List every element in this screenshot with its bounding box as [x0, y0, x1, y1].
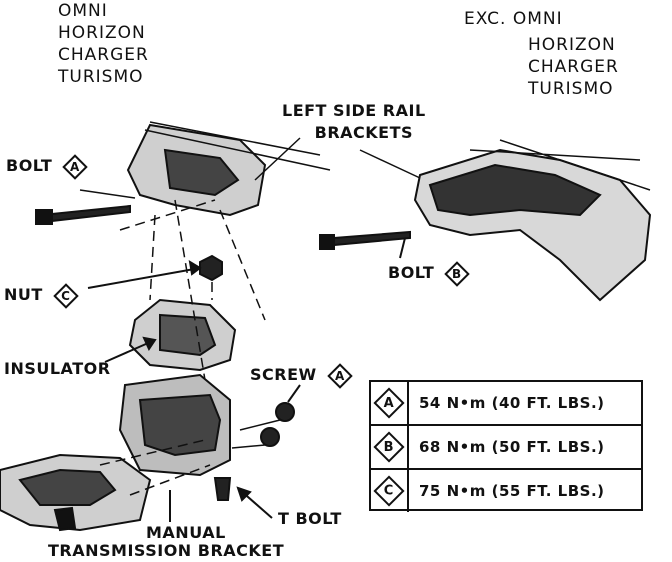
applies-item: HORIZON: [58, 23, 146, 43]
nut-fastener: [199, 254, 223, 282]
bolt-b-key-diamond: B: [444, 260, 471, 287]
except-item: CHARGER: [528, 57, 619, 77]
transmission-bracket-part: [118, 373, 231, 477]
insulator-label: INSULATOR: [4, 359, 111, 378]
nut-label: NUT C: [4, 282, 79, 309]
applies-item: TURISMO: [58, 67, 144, 87]
torque-spec-row: B 68 N•m (50 FT. LBS.): [371, 426, 641, 470]
screw-label: SCREW A: [250, 362, 353, 389]
bolt-b-label: BOLT B: [388, 260, 471, 287]
bolt-a-key-diamond: A: [62, 153, 89, 180]
except-item: TURISMO: [528, 79, 614, 99]
bracket-label-line2: TRANSMISSION BRACKET: [48, 541, 285, 560]
applies-item: CHARGER: [58, 45, 149, 65]
bolt-a-text: BOLT: [6, 156, 53, 175]
spec-key-diamond: C: [373, 475, 405, 507]
bolt-b-fastener: [319, 230, 411, 250]
t-bolt-label: T BOLT: [278, 509, 342, 528]
insulator-part: [128, 298, 237, 372]
applies-item: OMNI: [58, 1, 108, 21]
rail-brackets-line1: LEFT SIDE RAIL: [282, 101, 426, 120]
torque-spec-value: 54 N•m (40 FT. LBS.): [419, 394, 605, 412]
torque-spec-row: A 54 N•m (40 FT. LBS.): [371, 382, 641, 426]
screw-fasteners: [231, 402, 295, 449]
except-vehicle-list: HORIZON CHARGER TURISMO: [528, 34, 619, 100]
torque-spec-value: 68 N•m (50 FT. LBS.): [419, 438, 605, 456]
rail-brackets-label: LEFT SIDE RAIL BRACKETS: [282, 100, 426, 144]
screw-text: SCREW: [250, 365, 317, 384]
except-item: HORIZON: [528, 35, 616, 55]
torque-spec-table: A 54 N•m (40 FT. LBS.) B 68 N•m (50 FT. …: [369, 380, 643, 512]
nut-text: NUT: [4, 285, 43, 304]
spec-key-diamond: A: [373, 387, 405, 419]
rail-brackets-line2: BRACKETS: [314, 123, 414, 142]
except-item: EXC. OMNI: [464, 9, 563, 29]
torque-spec-row: C 75 N•m (55 FT. LBS.): [371, 470, 641, 512]
screw-key-diamond: A: [327, 362, 353, 389]
torque-spec-value: 75 N•m (55 FT. LBS.): [419, 482, 605, 500]
bolt-a-label: BOLT A: [6, 153, 89, 180]
applies-vehicle-list: OMNI HORIZON CHARGER TURISMO: [58, 0, 149, 88]
bolt-b-text: BOLT: [388, 263, 435, 282]
bracket-label-line1: MANUAL: [146, 523, 226, 542]
bolt-a-fastener: [35, 204, 131, 225]
spec-key-diamond: B: [373, 431, 405, 463]
nut-key-diamond: C: [53, 282, 79, 309]
t-bolt-fastener: [213, 477, 232, 501]
